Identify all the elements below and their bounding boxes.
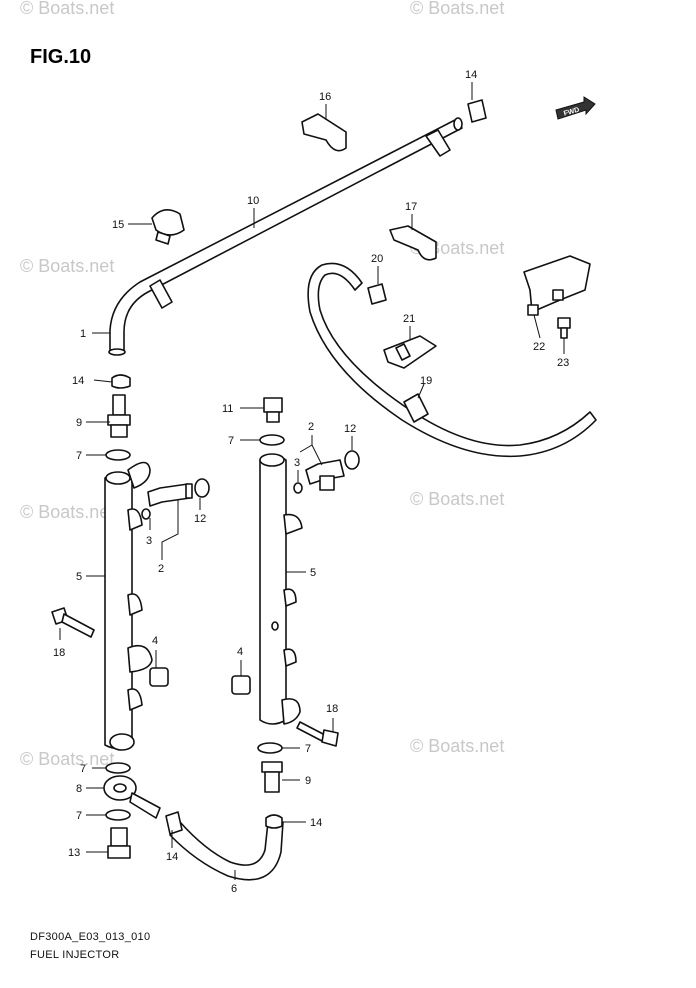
hose-6 bbox=[169, 821, 284, 881]
callout-15: 15 bbox=[112, 219, 124, 231]
fitting-9-right bbox=[261, 761, 283, 793]
callout-18: 18 bbox=[53, 647, 65, 659]
callout-10: 10 bbox=[247, 195, 259, 207]
callout-14: 14 bbox=[72, 375, 84, 387]
cap-12 bbox=[194, 450, 360, 498]
hose-19 bbox=[307, 262, 597, 458]
callout-11: 11 bbox=[222, 403, 233, 415]
clamp-15 bbox=[151, 209, 185, 245]
bolt-18-left bbox=[51, 607, 95, 638]
bolt-13 bbox=[107, 827, 131, 859]
bolt-23 bbox=[557, 317, 571, 339]
callout-9: 9 bbox=[305, 775, 311, 787]
banjo-fitting-8 bbox=[103, 775, 161, 819]
figure-title: FIG.10 bbox=[30, 46, 91, 68]
callout-13: 13 bbox=[68, 847, 80, 859]
callout-12: 12 bbox=[344, 423, 356, 435]
callout-9: 9 bbox=[76, 417, 82, 429]
hose-10 bbox=[108, 117, 463, 356]
callout-3: 3 bbox=[294, 457, 300, 469]
fwd-label: FWD bbox=[563, 107, 580, 118]
callout-14: 14 bbox=[465, 69, 477, 81]
callout-7: 7 bbox=[76, 450, 82, 462]
watermark: © Boats.net bbox=[410, 489, 504, 509]
injector-2-right bbox=[305, 459, 345, 491]
callout-14: 14 bbox=[310, 817, 322, 829]
callout-7: 7 bbox=[76, 810, 82, 822]
callout-labels: 1 14 9 7 5 18 7 8 7 13 14 6 4 4 3 2 12 1… bbox=[53, 69, 569, 895]
watermark: © Boats.net bbox=[20, 256, 114, 276]
injector-2-left bbox=[147, 483, 193, 507]
watermark: © Boats.net bbox=[410, 0, 504, 18]
callout-19: 19 bbox=[420, 375, 432, 387]
spacer-4-left bbox=[149, 667, 169, 687]
clamp-16 bbox=[301, 113, 347, 152]
bracket-22 bbox=[523, 255, 591, 316]
bolt-11 bbox=[263, 397, 283, 423]
callout-2: 2 bbox=[158, 563, 164, 575]
fitting-9-left bbox=[107, 394, 131, 438]
callout-7: 7 bbox=[80, 763, 86, 775]
callout-7: 7 bbox=[228, 435, 234, 447]
watermark: © Boats.net bbox=[410, 736, 504, 756]
washer-7 bbox=[105, 434, 285, 821]
callout-4: 4 bbox=[237, 646, 243, 658]
callout-18: 18 bbox=[326, 703, 338, 715]
callout-17: 17 bbox=[405, 201, 417, 213]
fuel-rail-right bbox=[259, 453, 303, 725]
bolt-18-right bbox=[296, 721, 339, 747]
diagram-name: FUEL INJECTOR bbox=[30, 949, 119, 961]
callout-20: 20 bbox=[371, 253, 383, 265]
callout-6: 6 bbox=[231, 883, 237, 895]
forward-arrow-icon: FWD bbox=[555, 96, 596, 120]
callout-3: 3 bbox=[146, 535, 152, 547]
spacer-4-right bbox=[231, 675, 251, 695]
watermark: © Boats.net bbox=[20, 749, 114, 769]
callout-8: 8 bbox=[76, 783, 82, 795]
callout-22: 22 bbox=[533, 341, 545, 353]
clamp-21 bbox=[383, 335, 437, 369]
clip-14 bbox=[111, 99, 487, 835]
callout-2: 2 bbox=[308, 421, 314, 433]
o-ring-3 bbox=[141, 482, 303, 520]
callout-7: 7 bbox=[305, 743, 311, 755]
callout-5: 5 bbox=[310, 567, 316, 579]
watermark: © Boats.net bbox=[20, 0, 114, 18]
callout-12: 12 bbox=[194, 513, 206, 525]
fuel-rail-left bbox=[104, 461, 153, 751]
callout-23: 23 bbox=[557, 357, 569, 369]
clip-20 bbox=[367, 283, 387, 305]
leader-lines bbox=[59, 82, 565, 880]
diagram-code: DF300A_E03_013_010 bbox=[30, 931, 150, 943]
callout-4: 4 bbox=[152, 635, 158, 647]
clamp-17 bbox=[389, 225, 437, 261]
callout-21: 21 bbox=[403, 313, 415, 325]
callout-16: 16 bbox=[319, 91, 331, 103]
watermark: © Boats.net bbox=[20, 502, 114, 522]
callout-14: 14 bbox=[166, 851, 178, 863]
callout-1: 1 bbox=[80, 328, 86, 340]
callout-5: 5 bbox=[76, 571, 82, 583]
